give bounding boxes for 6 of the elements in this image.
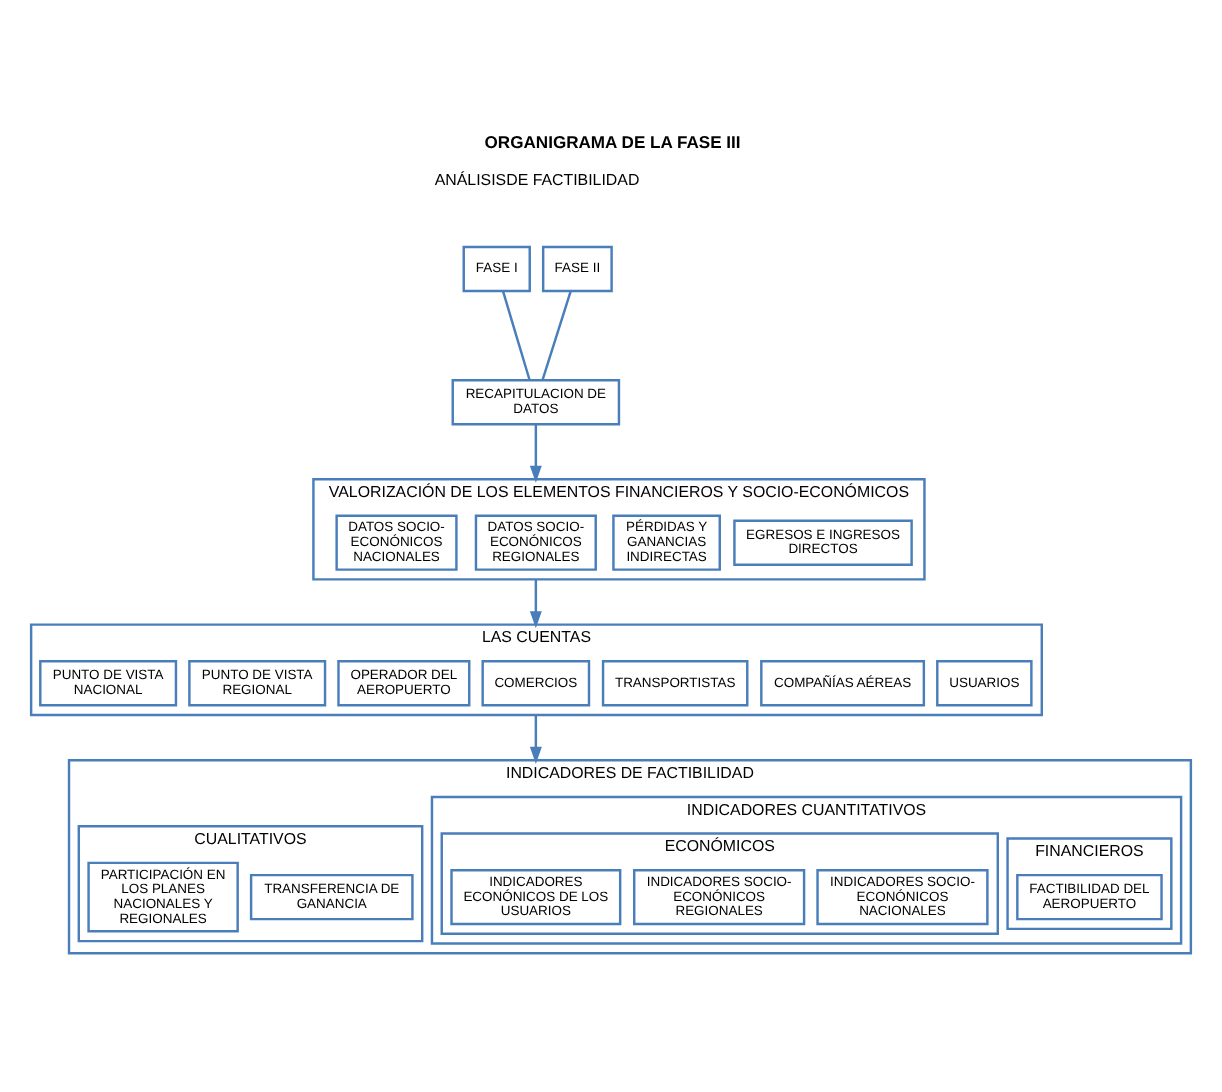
arrow xyxy=(529,578,542,628)
arrow xyxy=(529,714,542,763)
diagram-title: ORGANIGRAMA DE LA FASE III xyxy=(484,131,741,152)
connector xyxy=(541,289,572,380)
connector xyxy=(501,289,531,380)
arrow xyxy=(529,423,542,482)
